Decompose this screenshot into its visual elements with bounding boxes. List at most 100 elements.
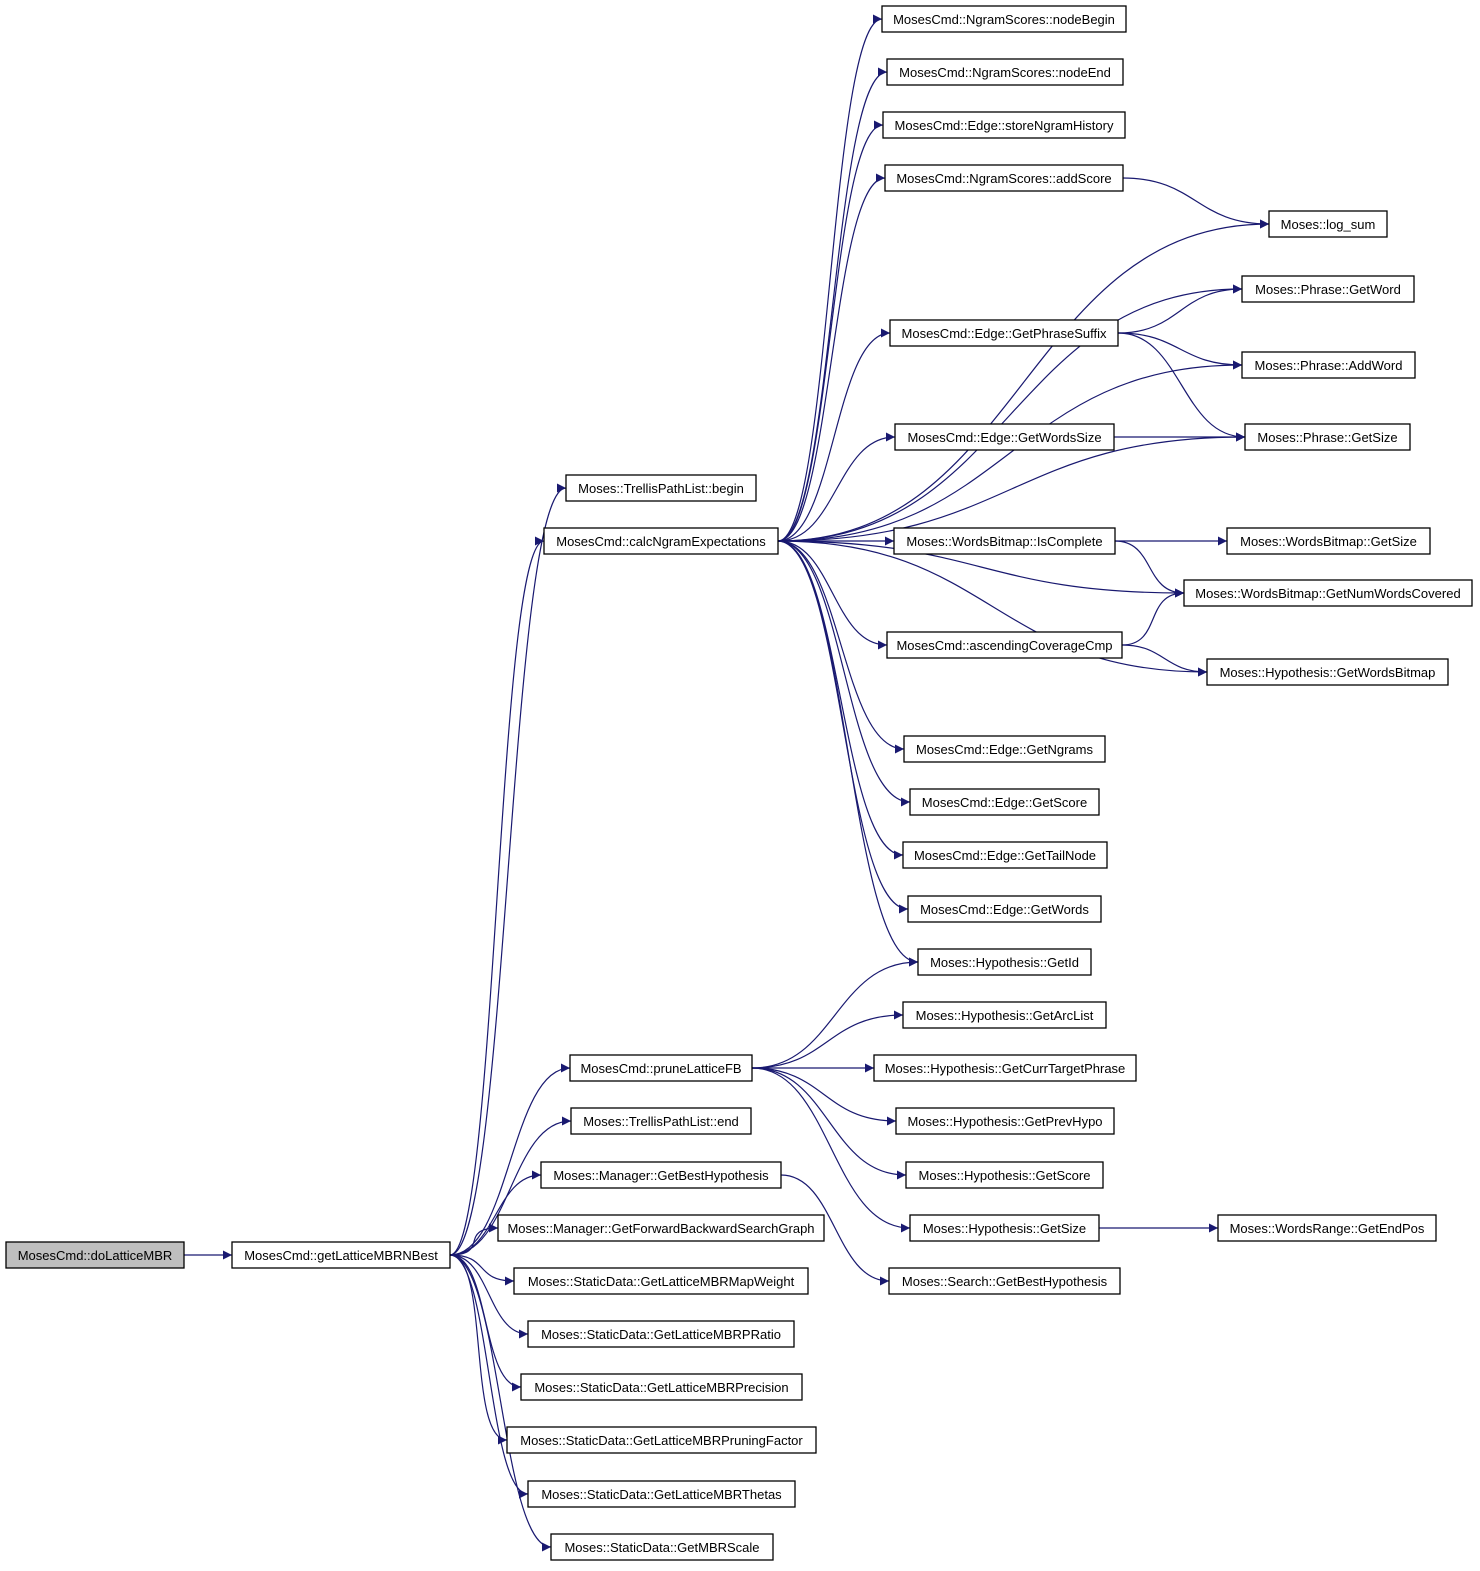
node-phrase-add-word[interactable]: Moses::Phrase::AddWord bbox=[1241, 351, 1416, 379]
node-trellis-begin[interactable]: Moses::TrellisPathList::begin bbox=[565, 474, 757, 502]
node-box bbox=[1268, 210, 1388, 238]
node-label: Moses::Hypothesis::GetSize bbox=[923, 1221, 1086, 1236]
node-box bbox=[506, 1426, 817, 1454]
node-asc-cov-cmp[interactable]: MosesCmd::ascendingCoverageCmp bbox=[886, 631, 1123, 659]
node-box bbox=[884, 164, 1124, 192]
node-box bbox=[903, 735, 1106, 763]
node-box bbox=[902, 841, 1108, 869]
edge-get-lattice-mbrnbest-to-sd-pruning bbox=[449, 1254, 508, 1445]
edge-edge-get-phrase-suffix-to-phrase-get-word bbox=[1117, 284, 1243, 334]
node-label: Moses::WordsBitmap::GetNumWordsCovered bbox=[1195, 586, 1460, 601]
node-hyp-get-curr-target[interactable]: Moses::Hypothesis::GetCurrTargetPhrase bbox=[873, 1054, 1137, 1082]
node-trellis-end[interactable]: Moses::TrellisPathList::end bbox=[570, 1107, 752, 1135]
edge-calc-ngram-to-hyp-get-id bbox=[777, 540, 919, 967]
node-edge-get-ngrams[interactable]: MosesCmd::Edge::GetNgrams bbox=[903, 735, 1106, 763]
edge-mgr-get-best-hyp-to-search-get-best-hyp bbox=[780, 1174, 890, 1286]
node-label: Moses::Phrase::GetSize bbox=[1257, 430, 1397, 445]
node-label: Moses::Hypothesis::GetCurrTargetPhrase bbox=[885, 1061, 1126, 1076]
node-label: Moses::Hypothesis::GetPrevHypo bbox=[907, 1114, 1102, 1129]
node-label: MosesCmd::NgramScores::addScore bbox=[896, 171, 1111, 186]
edge-prune-lattice-to-hyp-get-prev-hypo bbox=[751, 1067, 897, 1126]
node-wr-get-end-pos[interactable]: Moses::WordsRange::GetEndPos bbox=[1217, 1214, 1437, 1242]
node-wb-get-num-words-covered[interactable]: Moses::WordsBitmap::GetNumWordsCovered bbox=[1183, 579, 1473, 607]
nodes-layer: MosesCmd::doLatticeMBR MosesCmd::getLatti… bbox=[5, 5, 1473, 1561]
node-box bbox=[1241, 351, 1416, 379]
node-sd-pratio[interactable]: Moses::StaticData::GetLatticeMBRPRatio bbox=[527, 1320, 795, 1348]
node-label: Moses::Hypothesis::GetScore bbox=[919, 1168, 1091, 1183]
node-label: Moses::StaticData::GetLatticeMBRPRatio bbox=[541, 1327, 781, 1342]
node-box bbox=[1244, 423, 1411, 451]
node-hyp-get-id[interactable]: Moses::Hypothesis::GetId bbox=[917, 948, 1092, 976]
node-label: Moses::StaticData::GetLatticeMBRThetas bbox=[541, 1487, 782, 1502]
node-box bbox=[570, 1107, 752, 1135]
edges-layer bbox=[184, 14, 1270, 1552]
node-sd-map-weight[interactable]: Moses::StaticData::GetLatticeMBRMapWeigh… bbox=[513, 1267, 809, 1295]
node-hyp-get-prev-hypo[interactable]: Moses::Hypothesis::GetPrevHypo bbox=[895, 1107, 1115, 1135]
node-box bbox=[893, 527, 1116, 555]
edge-calc-ngram-to-ns-node-end bbox=[777, 67, 888, 542]
node-label: MosesCmd::pruneLatticeFB bbox=[580, 1061, 741, 1076]
edge-get-lattice-mbrnbest-to-prune-lattice bbox=[449, 1063, 571, 1256]
node-wb-is-complete[interactable]: Moses::WordsBitmap::IsComplete bbox=[893, 527, 1116, 555]
node-sd-precision[interactable]: Moses::StaticData::GetLatticeMBRPrecisio… bbox=[520, 1373, 803, 1401]
node-hyp-get-arc-list[interactable]: Moses::Hypothesis::GetArcList bbox=[902, 1001, 1107, 1029]
node-label: Moses::StaticData::GetLatticeMBRMapWeigh… bbox=[528, 1274, 795, 1289]
node-phrase-get-size[interactable]: Moses::Phrase::GetSize bbox=[1244, 423, 1411, 451]
node-label: Moses::WordsBitmap::GetSize bbox=[1240, 534, 1417, 549]
edge-get-lattice-mbrnbest-to-mgr-get-best-hyp bbox=[449, 1170, 542, 1256]
node-edge-store-ngram[interactable]: MosesCmd::Edge::storeNgramHistory bbox=[882, 111, 1126, 139]
node-box bbox=[907, 895, 1102, 923]
node-do-lattice-mbr[interactable]: MosesCmd::doLatticeMBR bbox=[5, 1241, 185, 1269]
node-box bbox=[1206, 658, 1449, 686]
node-edge-get-tail-node[interactable]: MosesCmd::Edge::GetTailNode bbox=[902, 841, 1108, 869]
node-label: Moses::WordsBitmap::IsComplete bbox=[906, 534, 1102, 549]
node-sd-thetas[interactable]: Moses::StaticData::GetLatticeMBRThetas bbox=[527, 1480, 796, 1508]
node-edge-get-words-size[interactable]: MosesCmd::Edge::GetWordsSize bbox=[894, 423, 1115, 451]
edge-edge-get-phrase-suffix-to-phrase-get-size bbox=[1117, 332, 1246, 442]
node-prune-lattice[interactable]: MosesCmd::pruneLatticeFB bbox=[569, 1054, 753, 1082]
node-box bbox=[513, 1267, 809, 1295]
node-mgr-get-fbsg[interactable]: Moses::Manager::GetForwardBackwardSearch… bbox=[497, 1214, 825, 1242]
node-label: Moses::WordsRange::GetEndPos bbox=[1230, 1221, 1425, 1236]
node-label: Moses::StaticData::GetMBRScale bbox=[564, 1540, 759, 1555]
node-wb-get-size[interactable]: Moses::WordsBitmap::GetSize bbox=[1226, 527, 1431, 555]
node-box bbox=[1217, 1214, 1437, 1242]
edge-calc-ngram-to-ns-node-begin bbox=[777, 14, 883, 542]
node-ns-node-end[interactable]: MosesCmd::NgramScores::nodeEnd bbox=[886, 58, 1124, 86]
edge-ns-add-score-to-log-sum bbox=[1122, 177, 1270, 229]
node-edge-get-score[interactable]: MosesCmd::Edge::GetScore bbox=[909, 788, 1100, 816]
node-edge-get-words[interactable]: MosesCmd::Edge::GetWords bbox=[907, 895, 1102, 923]
node-box bbox=[550, 1533, 774, 1561]
node-box bbox=[909, 788, 1100, 816]
edge-prune-lattice-to-hyp-get-id bbox=[751, 957, 919, 1069]
node-phrase-get-word[interactable]: Moses::Phrase::GetWord bbox=[1241, 275, 1415, 303]
node-label: Moses::TrellisPathList::end bbox=[583, 1114, 739, 1129]
edge-edge-get-phrase-suffix-to-phrase-add-word bbox=[1117, 332, 1243, 370]
edge-calc-ngram-to-phrase-get-word bbox=[777, 284, 1243, 542]
node-ns-node-begin[interactable]: MosesCmd::NgramScores::nodeBegin bbox=[881, 5, 1127, 33]
node-box bbox=[527, 1320, 795, 1348]
node-label: Moses::Phrase::GetWord bbox=[1255, 282, 1401, 297]
node-calc-ngram[interactable]: MosesCmd::calcNgramExpectations bbox=[543, 527, 779, 555]
node-log-sum[interactable]: Moses::log_sum bbox=[1268, 210, 1388, 238]
node-mgr-get-best-hyp[interactable]: Moses::Manager::GetBestHypothesis bbox=[540, 1161, 782, 1189]
node-ns-add-score[interactable]: MosesCmd::NgramScores::addScore bbox=[884, 164, 1124, 192]
node-label: Moses::Manager::GetBestHypothesis bbox=[553, 1168, 769, 1183]
edge-calc-ngram-to-log-sum bbox=[777, 219, 1270, 542]
node-hyp-get-size[interactable]: Moses::Hypothesis::GetSize bbox=[909, 1214, 1100, 1242]
node-sd-mbrscale[interactable]: Moses::StaticData::GetMBRScale bbox=[550, 1533, 774, 1561]
node-label: Moses::StaticData::GetLatticeMBRPrecisio… bbox=[534, 1380, 788, 1395]
node-box bbox=[520, 1373, 803, 1401]
edge-get-lattice-mbrnbest-to-sd-map-weight bbox=[449, 1254, 515, 1286]
node-label: Moses::Hypothesis::GetArcList bbox=[916, 1008, 1094, 1023]
node-hyp-get-words-bitmap[interactable]: Moses::Hypothesis::GetWordsBitmap bbox=[1206, 658, 1449, 686]
edge-get-lattice-mbrnbest-to-sd-thetas bbox=[449, 1254, 529, 1499]
node-edge-get-phrase-suffix[interactable]: MosesCmd::Edge::GetPhraseSuffix bbox=[889, 319, 1119, 347]
node-sd-pruning[interactable]: Moses::StaticData::GetLatticeMBRPruningF… bbox=[506, 1426, 817, 1454]
node-search-get-best-hyp[interactable]: Moses::Search::GetBestHypothesis bbox=[888, 1267, 1121, 1295]
node-label: MosesCmd::Edge::GetNgrams bbox=[916, 742, 1094, 757]
node-box bbox=[231, 1241, 451, 1269]
node-get-lattice-mbrnbest[interactable]: MosesCmd::getLatticeMBRNBest bbox=[231, 1241, 451, 1269]
node-hyp-get-score[interactable]: Moses::Hypothesis::GetScore bbox=[905, 1161, 1104, 1189]
node-box bbox=[886, 58, 1124, 86]
